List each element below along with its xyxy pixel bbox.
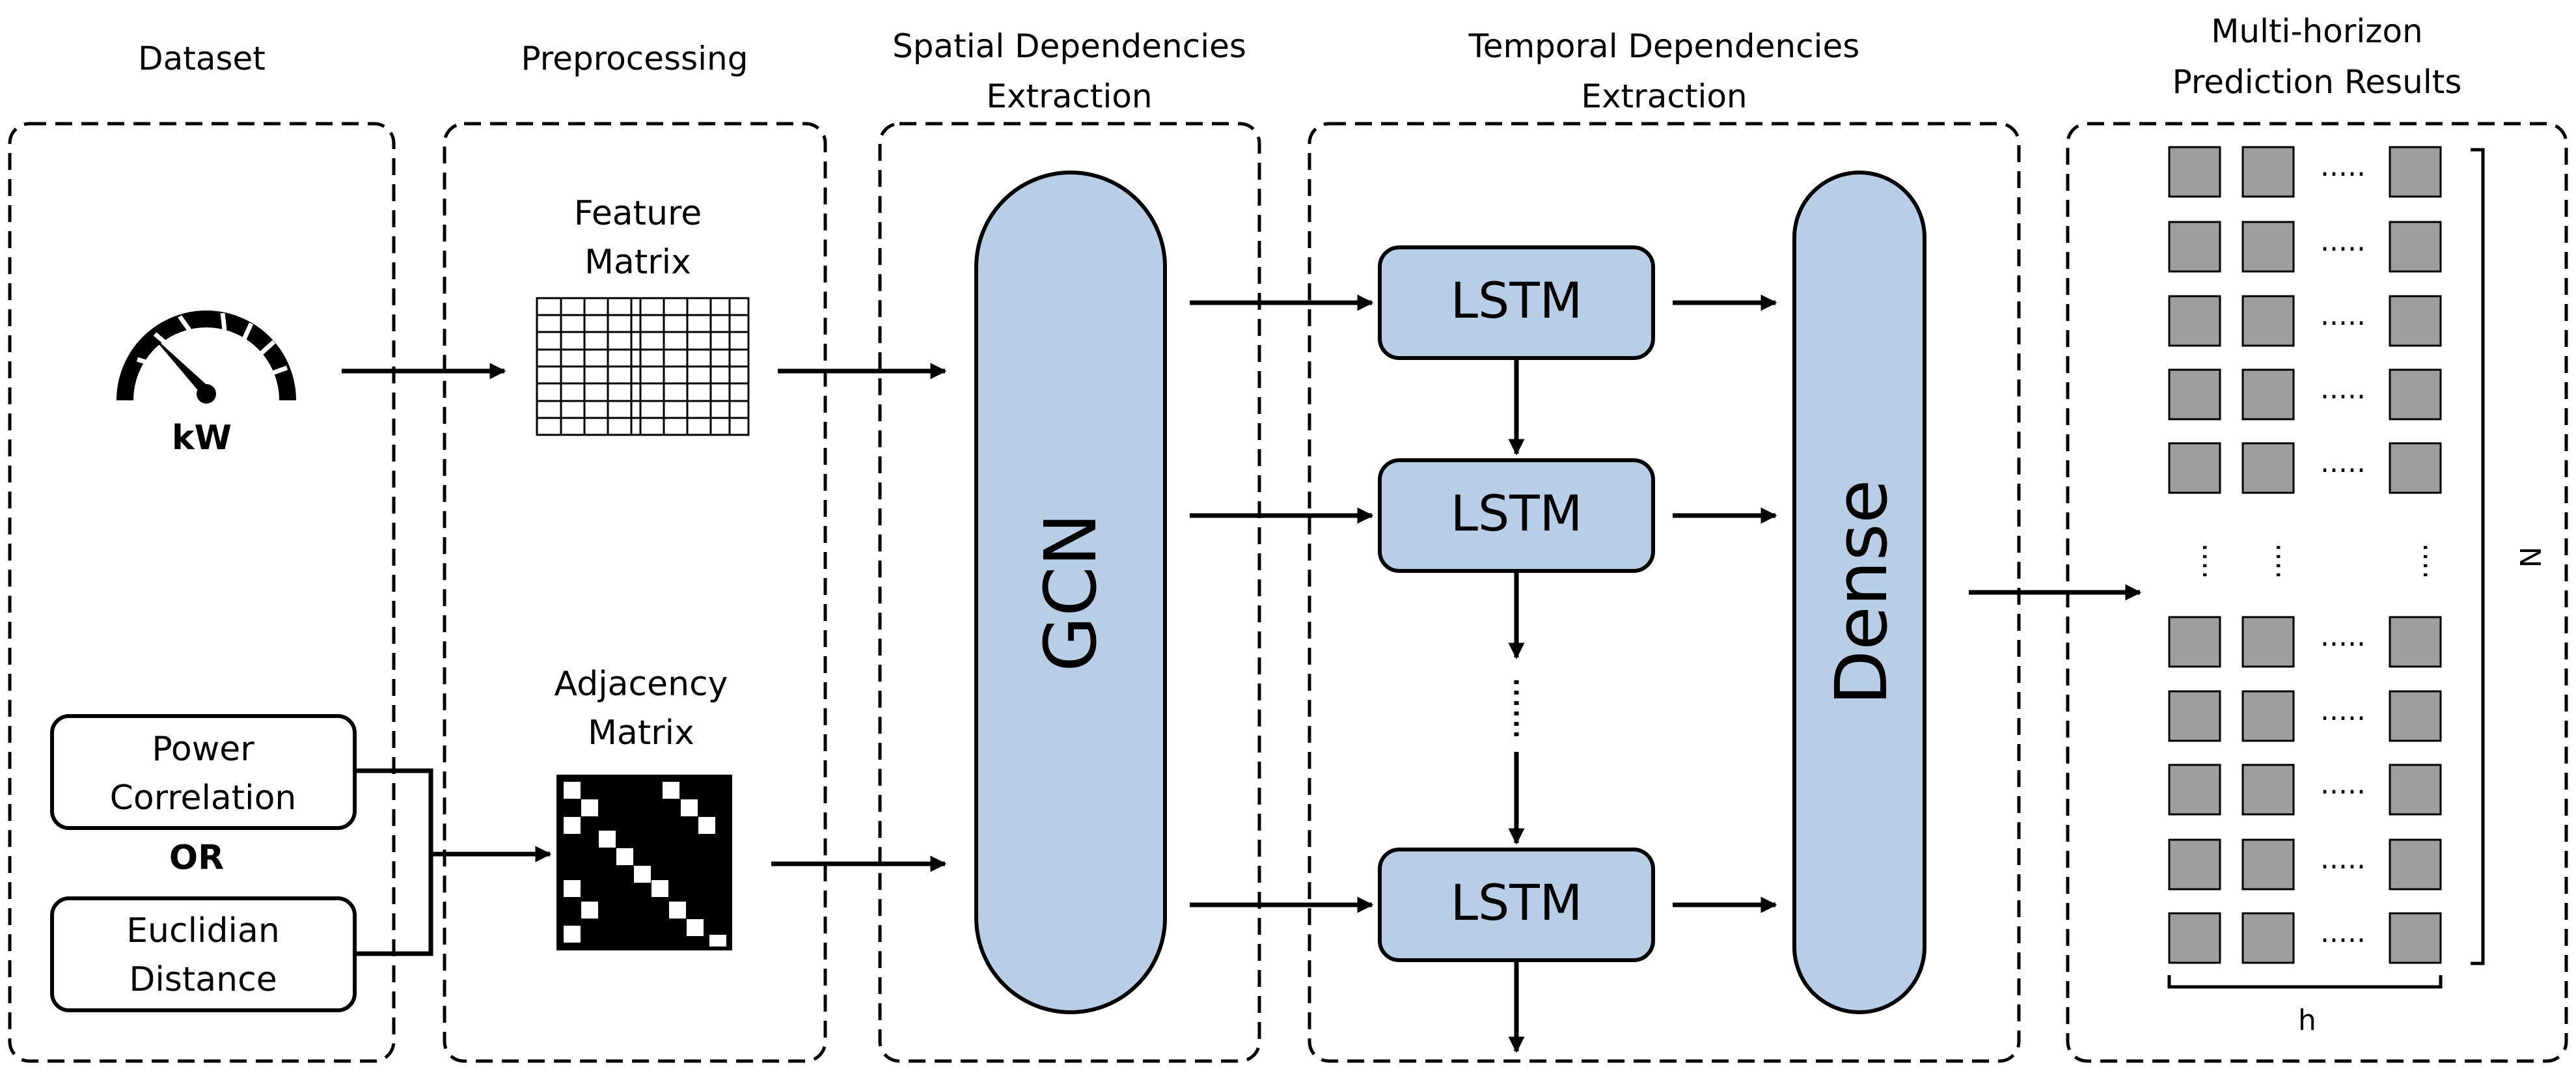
row-ellipsis: ..... [2320, 372, 2366, 406]
prediction-cell [2241, 146, 2295, 198]
prediction-cell [2389, 764, 2442, 816]
row-ellipsis: ..... [2320, 620, 2366, 653]
prediction-cell [2241, 838, 2295, 891]
stage-header-preprocessing: Preprocessing [521, 40, 748, 77]
n-label: N [2513, 547, 2546, 568]
dense-block [1792, 171, 1926, 1014]
prediction-cell [2389, 690, 2442, 742]
stage-header-temporal-line1: Temporal Dependencies [1468, 27, 1860, 65]
prediction-cell [2168, 764, 2221, 816]
row-ellipsis: ..... [2320, 299, 2366, 332]
prediction-cell [2241, 764, 2295, 816]
column-ellipses: .... .... .... [2196, 543, 2450, 579]
row-ellipsis: ..... [2320, 150, 2366, 183]
stage-header-results-line1: Multi-horizon [2211, 12, 2423, 50]
speedometer-icon [116, 311, 296, 404]
panel-results [2066, 122, 2568, 1063]
power-correlation-line2: Correlation [110, 779, 297, 818]
prediction-cell [2241, 295, 2295, 347]
gcn-label: GCN [1029, 513, 1112, 672]
prediction-cell [2168, 442, 2221, 494]
options-bracket [355, 768, 433, 956]
power-correlation-line1: Power [152, 730, 254, 769]
feature-matrix-grid [536, 297, 750, 436]
prediction-cell [2389, 221, 2442, 273]
prediction-cell [2241, 690, 2295, 742]
prediction-cell [2168, 838, 2221, 891]
adjacency-matrix-line2: Matrix [588, 713, 694, 753]
row-ellipsis: ..... [2320, 842, 2366, 876]
prediction-cell [2389, 146, 2442, 198]
euclidian-distance-line1: Euclidian [126, 911, 280, 950]
h-bracket [2167, 975, 2443, 989]
lstm-cell-1-label: LSTM [1451, 271, 1583, 329]
prediction-cell [2168, 295, 2221, 347]
feature-matrix-line1: Feature [574, 194, 702, 233]
prediction-cell [2168, 221, 2221, 273]
prediction-cell [2389, 912, 2442, 964]
adjacency-matrix-line1: Adjacency [555, 665, 728, 704]
prediction-cell [2389, 442, 2442, 494]
prediction-cell [2241, 368, 2295, 421]
panel-preprocessing [443, 122, 827, 1063]
row-ellipses: ..... ..... ..... ..... ..... ..... ....… [2320, 150, 2366, 949]
column-ellipsis: .... [2417, 543, 2450, 579]
stage-header-spatial-line2: Extraction [986, 77, 1152, 115]
stage-header-spatial-line1: Spatial Dependencies [892, 27, 1246, 65]
panel-dataset [8, 122, 396, 1063]
column-ellipsis: .... [2196, 543, 2229, 579]
lstm-cell-n-label: LSTM [1451, 874, 1583, 932]
prediction-cell [2241, 616, 2295, 668]
prediction-cell [2389, 368, 2442, 421]
prediction-cell [2241, 221, 2295, 273]
prediction-cell [2389, 616, 2442, 668]
panel-spatial [878, 122, 1261, 1063]
prediction-cell [2389, 295, 2442, 347]
row-ellipsis: ..... [2320, 694, 2366, 727]
row-ellipsis: ..... [2320, 446, 2366, 479]
row-ellipsis: ..... [2320, 225, 2366, 258]
prediction-cell [2389, 838, 2442, 891]
prediction-cell [2168, 146, 2221, 198]
column-ellipsis: .... [2269, 543, 2303, 579]
prediction-cell [2168, 616, 2221, 668]
lstm-cell-2-label: LSTM [1451, 484, 1583, 542]
stage-header-results-line2: Prediction Results [2172, 63, 2462, 101]
stage-header-dataset: Dataset [138, 40, 266, 77]
dense-label: Dense [1820, 479, 1903, 705]
or-label: OR [169, 838, 224, 878]
gcn-block [974, 171, 1167, 1014]
prediction-cell [2241, 912, 2295, 964]
adjacency-matrix-pattern [556, 775, 732, 950]
prediction-cell [2168, 690, 2221, 742]
n-bracket [2471, 148, 2485, 965]
stage-header-temporal-line2: Extraction [1581, 77, 1747, 115]
euclidian-distance-line2: Distance [129, 960, 277, 999]
h-label: h [2298, 1004, 2316, 1037]
prediction-cell [2168, 368, 2221, 421]
gauge-unit-label: kW [172, 419, 232, 458]
flow-arrows [342, 294, 2142, 1053]
feature-matrix-line2: Matrix [584, 243, 691, 282]
row-ellipsis: ..... [2320, 916, 2366, 949]
prediction-cell [2241, 442, 2295, 494]
prediction-grid [2168, 146, 2442, 964]
row-ellipsis: ..... [2320, 767, 2366, 801]
prediction-cell [2168, 912, 2221, 964]
